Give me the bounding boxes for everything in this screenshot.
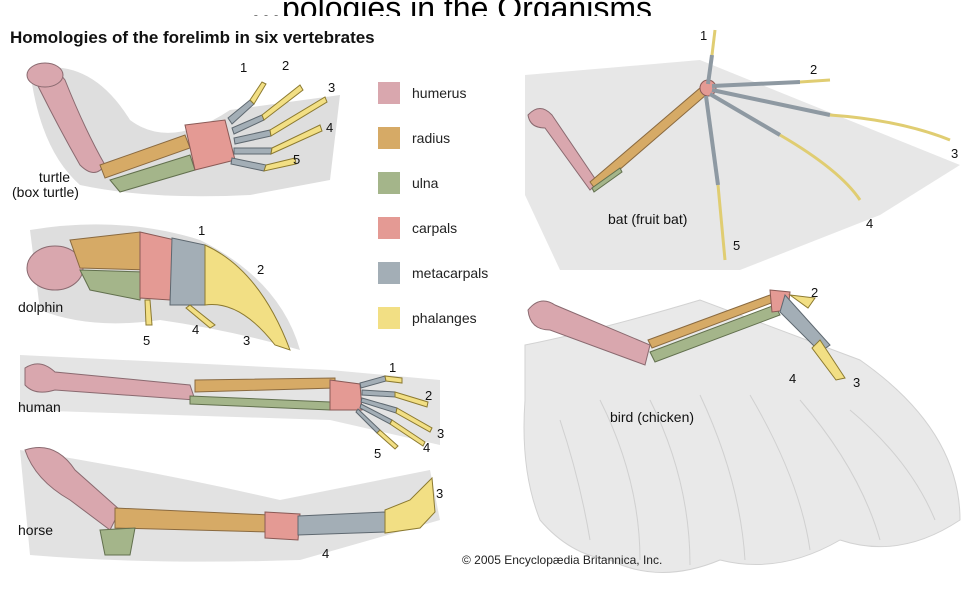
bird-digit-3: 3: [853, 375, 861, 390]
legend-swatch: [378, 126, 400, 149]
cropped-heading: …pologies in the Organisms: [250, 0, 770, 16]
legend-swatch: [378, 306, 400, 329]
bat-phalanges: [710, 29, 951, 261]
bat-digit-2: 2: [810, 62, 818, 77]
legend-label: carpals: [412, 219, 458, 236]
bird-phalanges: [788, 294, 846, 381]
horse-leg: [24, 447, 436, 556]
turtle-digit-2: 2: [282, 58, 290, 73]
human-digit-1: 1: [389, 360, 397, 375]
horse-phalanges: [384, 476, 436, 534]
bat-digit-3: 3: [951, 146, 959, 161]
horse-digit-4: 4: [322, 546, 330, 561]
bird-digit-4: 4: [789, 371, 797, 386]
turtle-digit-5: 5: [293, 152, 301, 167]
turtle-digit-1: 1: [240, 60, 248, 75]
human-label: human: [18, 399, 61, 415]
turtle-name: turtle: [38, 169, 71, 185]
horse-label: horse: [18, 522, 54, 538]
bone-legend: humerus radius ulna carpals metacarpals …: [378, 70, 528, 340]
turtle-digit-3: 3: [328, 80, 336, 95]
legend-item-phalanges: phalanges: [378, 295, 528, 340]
bat-digit-1: 1: [700, 28, 708, 43]
human-digit-2: 2: [425, 388, 433, 403]
human-digit-3: 3: [437, 426, 445, 441]
bird-label: bird (chicken): [610, 409, 695, 425]
dolphin-metacarpals: [169, 237, 206, 306]
turtle-limb: [26, 62, 328, 193]
legend-item-humerus: humerus: [378, 70, 528, 115]
turtle-label: turtle (box turtle): [12, 169, 79, 200]
legend-swatch: [378, 261, 400, 284]
legend-swatch: [378, 171, 400, 194]
horse-ulna: [99, 527, 136, 556]
bat-digit-5: 5: [733, 238, 741, 253]
turtle-humerus-head: [26, 62, 64, 88]
legend-swatch: [378, 216, 400, 239]
legend-item-metacarpals: metacarpals: [378, 250, 528, 295]
human-carpals: [329, 379, 363, 411]
dolphin-digit-2: 2: [257, 262, 265, 277]
bird-wing-feathers: [523, 299, 961, 573]
bat-label: bat (fruit bat): [608, 211, 688, 227]
dolphin-digit-5: 5: [143, 333, 151, 348]
bird-feather-lines: [559, 394, 936, 566]
turtle-digit-4: 4: [326, 120, 334, 135]
legend-item-carpals: carpals: [378, 205, 528, 250]
dolphin-digit-1: 1: [198, 223, 206, 238]
horse-digit-3: 3: [436, 486, 444, 501]
turtle-phalanges: [249, 81, 328, 172]
horse-carpals: [264, 511, 301, 541]
legend-label: phalanges: [412, 309, 477, 326]
dolphin-phalanges: [204, 244, 291, 351]
bird-humerus: [527, 300, 651, 366]
human-digit-5: 5: [374, 446, 382, 461]
legend-swatch: [378, 81, 400, 104]
legend-label: ulna: [412, 174, 439, 191]
human-arm: [24, 363, 433, 450]
human-digit-4: 4: [423, 440, 431, 455]
bat-digit-4: 4: [866, 216, 874, 231]
horse-metacarpals: [297, 511, 386, 536]
bat-wing-membrane: [525, 60, 960, 270]
dolphin-digit-5: [144, 299, 153, 326]
bat-wing: [527, 29, 951, 261]
legend-label: radius: [412, 129, 451, 146]
dolphin-flipper: [26, 231, 291, 351]
bird-ulna: [649, 304, 781, 363]
legend-item-ulna: ulna: [378, 160, 528, 205]
turtle-subname: (box turtle): [12, 184, 79, 200]
dolphin-digit-3: 3: [243, 333, 251, 348]
copyright-notice: © 2005 Encyclopædia Britannica, Inc.: [462, 553, 663, 567]
dolphin-digit-4: [185, 304, 216, 329]
dolphin-label: dolphin: [18, 299, 64, 315]
bird-wing: [527, 289, 846, 381]
legend-label: humerus: [412, 84, 467, 101]
dolphin-carpals: [139, 231, 176, 301]
dolphin-digit-4: 4: [192, 322, 200, 337]
legend-item-radius: radius: [378, 115, 528, 160]
diagram-title: Homologies of the forelimb in six verteb…: [10, 28, 375, 47]
human-phalanges: [376, 375, 433, 450]
bat-ulna: [591, 167, 623, 193]
dolphin-ulna: [79, 269, 146, 301]
bird-digit-2: 2: [811, 285, 819, 300]
bat-metacarpals: [704, 54, 831, 186]
legend-label: metacarpals: [412, 264, 489, 281]
